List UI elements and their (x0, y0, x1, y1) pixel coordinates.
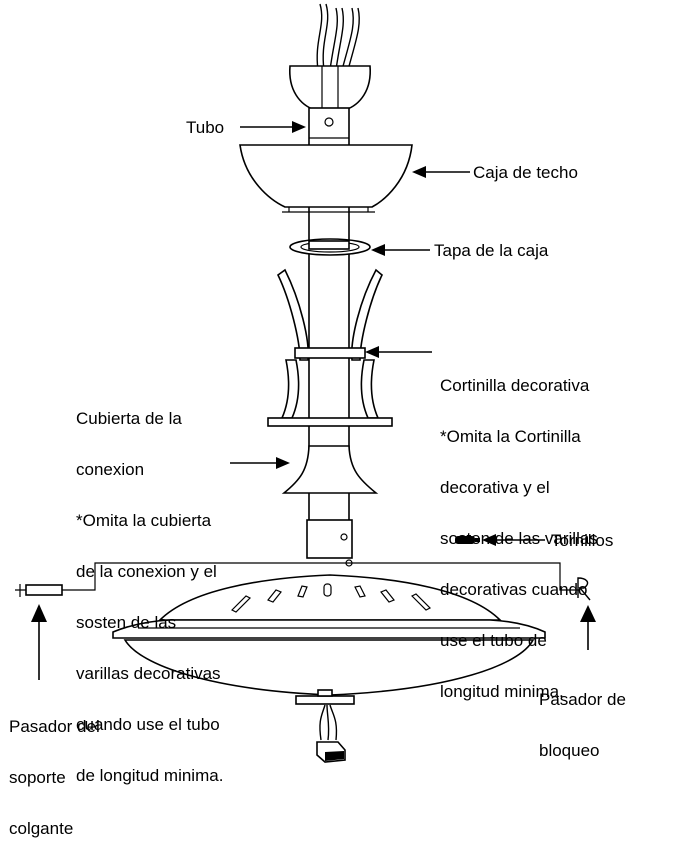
arrow-pasador-soporte (31, 604, 47, 680)
arrow-cortinilla (365, 346, 432, 358)
fan-assembly-diagram (15, 3, 596, 763)
label-cortinilla-line: use el tubo de (440, 631, 547, 650)
hanger-pin (15, 584, 63, 597)
label-cortinilla-line: *Omita la Cortinilla (440, 427, 581, 446)
label-cubierta-line: sosten de las (76, 613, 177, 632)
ceiling-canopy (239, 144, 413, 208)
label-caja-de-techo: Caja de techo (473, 163, 578, 182)
arrow-cubierta (230, 457, 290, 469)
arrow-tapa-de-la-caja (371, 244, 430, 256)
hanger-ball-cup (289, 65, 371, 111)
screws (455, 536, 480, 544)
label-pasador-bloqueo-line: bloqueo (539, 741, 600, 760)
rod-base-plate (267, 417, 393, 427)
label-pasador-soporte: Pasador del soporte colgante (9, 684, 100, 854)
label-cubierta-line: conexion (76, 460, 145, 479)
canopy-cover-ring (289, 238, 371, 256)
switch-housing-cap (295, 695, 355, 705)
label-cubierta-line: varillas decorativas (76, 664, 221, 683)
label-cortinilla-line: sosten de las varillas (440, 529, 598, 548)
vent-slots (230, 583, 432, 613)
motor-housing-top (158, 574, 502, 621)
label-cubierta-line: de la conexion y el (76, 562, 217, 581)
label-pasador-bloqueo-line: Pasador de (539, 690, 626, 709)
label-cortinilla-line: decorativas cuando (440, 580, 588, 599)
label-cubierta-line: cuando use el tubo (76, 715, 220, 734)
label-cubierta-line: *Omita la cubierta (76, 511, 212, 530)
wires (316, 3, 360, 71)
motor-housing-rim (112, 619, 546, 639)
label-cortinilla-line: Cortinilla decorativa (440, 376, 590, 395)
hanger-bracket-wire (62, 562, 580, 591)
label-tornillos: Tornillos (551, 531, 614, 550)
arrow-caja-de-techo (412, 166, 470, 178)
label-pasador-soporte-line: colgante (9, 819, 74, 838)
arrow-pasador-bloqueo (580, 605, 596, 650)
label-cubierta-line: Cubierta de la (76, 409, 182, 428)
label-cortinilla-line: decorativa y el (440, 478, 550, 497)
wire-connector-block (316, 741, 346, 763)
label-cortinilla: Cortinilla decorativa *Omita la Cortinil… (440, 343, 598, 717)
tube-collar (306, 519, 353, 559)
arrow-tornillos (482, 534, 545, 546)
tube-hole (324, 117, 334, 127)
coupling-cover (281, 445, 379, 494)
decorative-rods (276, 268, 383, 419)
lock-pin (577, 577, 591, 601)
label-pasador-soporte-line: Pasador del (9, 717, 100, 736)
label-tubo: Tubo (186, 118, 225, 137)
label-tapa-de-la-caja: Tapa de la caja (434, 241, 549, 260)
rod-holder-band (294, 347, 366, 359)
label-pasador-soporte-line: soporte (9, 768, 66, 787)
label-pasador-bloqueo: Pasador de bloqueo (539, 657, 626, 776)
label-cortinilla-line: longitud minima. (440, 682, 564, 701)
arrow-tubo (240, 121, 306, 133)
collar-screw-hole (340, 533, 348, 541)
